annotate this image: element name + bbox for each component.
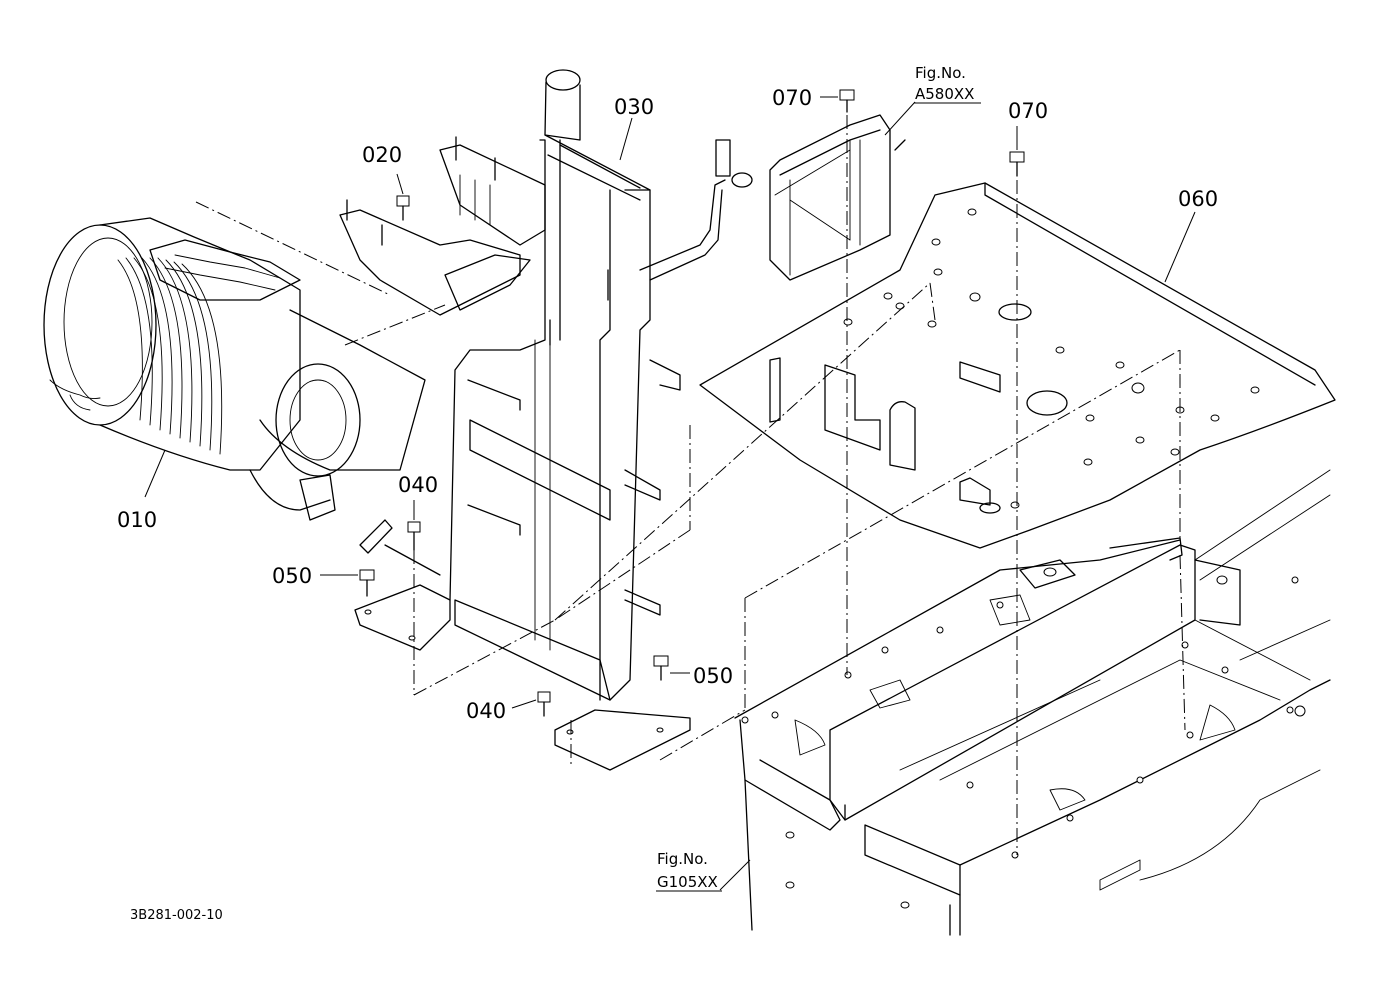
callout-070-right: 070	[1008, 99, 1048, 123]
drawing-code: 3B281-002-10	[130, 908, 223, 923]
callout-060: 060	[1178, 187, 1218, 211]
plate-holes	[843, 208, 1260, 514]
callout-050-right: 050	[693, 664, 733, 688]
fig-ref-bottom-number[interactable]: G105XX	[657, 873, 718, 891]
callout-050-left: 050	[272, 564, 312, 588]
chassis-holes	[741, 601, 1306, 859]
callout-010: 010	[117, 508, 157, 532]
air-cleaner-assembly	[43, 217, 426, 521]
callout-030: 030	[614, 95, 654, 119]
callout-040-upper: 040	[398, 473, 438, 497]
upper-bracket	[339, 136, 609, 346]
floor-plate	[699, 182, 1336, 549]
fig-ref-top-number[interactable]: A580XX	[915, 85, 974, 103]
callout-070-left: 070	[772, 86, 812, 110]
callout-040-lower: 040	[466, 699, 506, 723]
fasteners-left	[320, 500, 690, 717]
bolt-070-right	[1009, 126, 1025, 177]
alignment-lines	[195, 115, 1186, 855]
fig-ref-bottom-label: Fig.No.	[657, 850, 708, 868]
main-chassis	[719, 469, 1331, 936]
support-frame	[354, 69, 753, 771]
fig-ref-top-label: Fig.No.	[915, 64, 966, 82]
callout-020: 020	[362, 143, 402, 167]
console-support	[769, 89, 916, 281]
